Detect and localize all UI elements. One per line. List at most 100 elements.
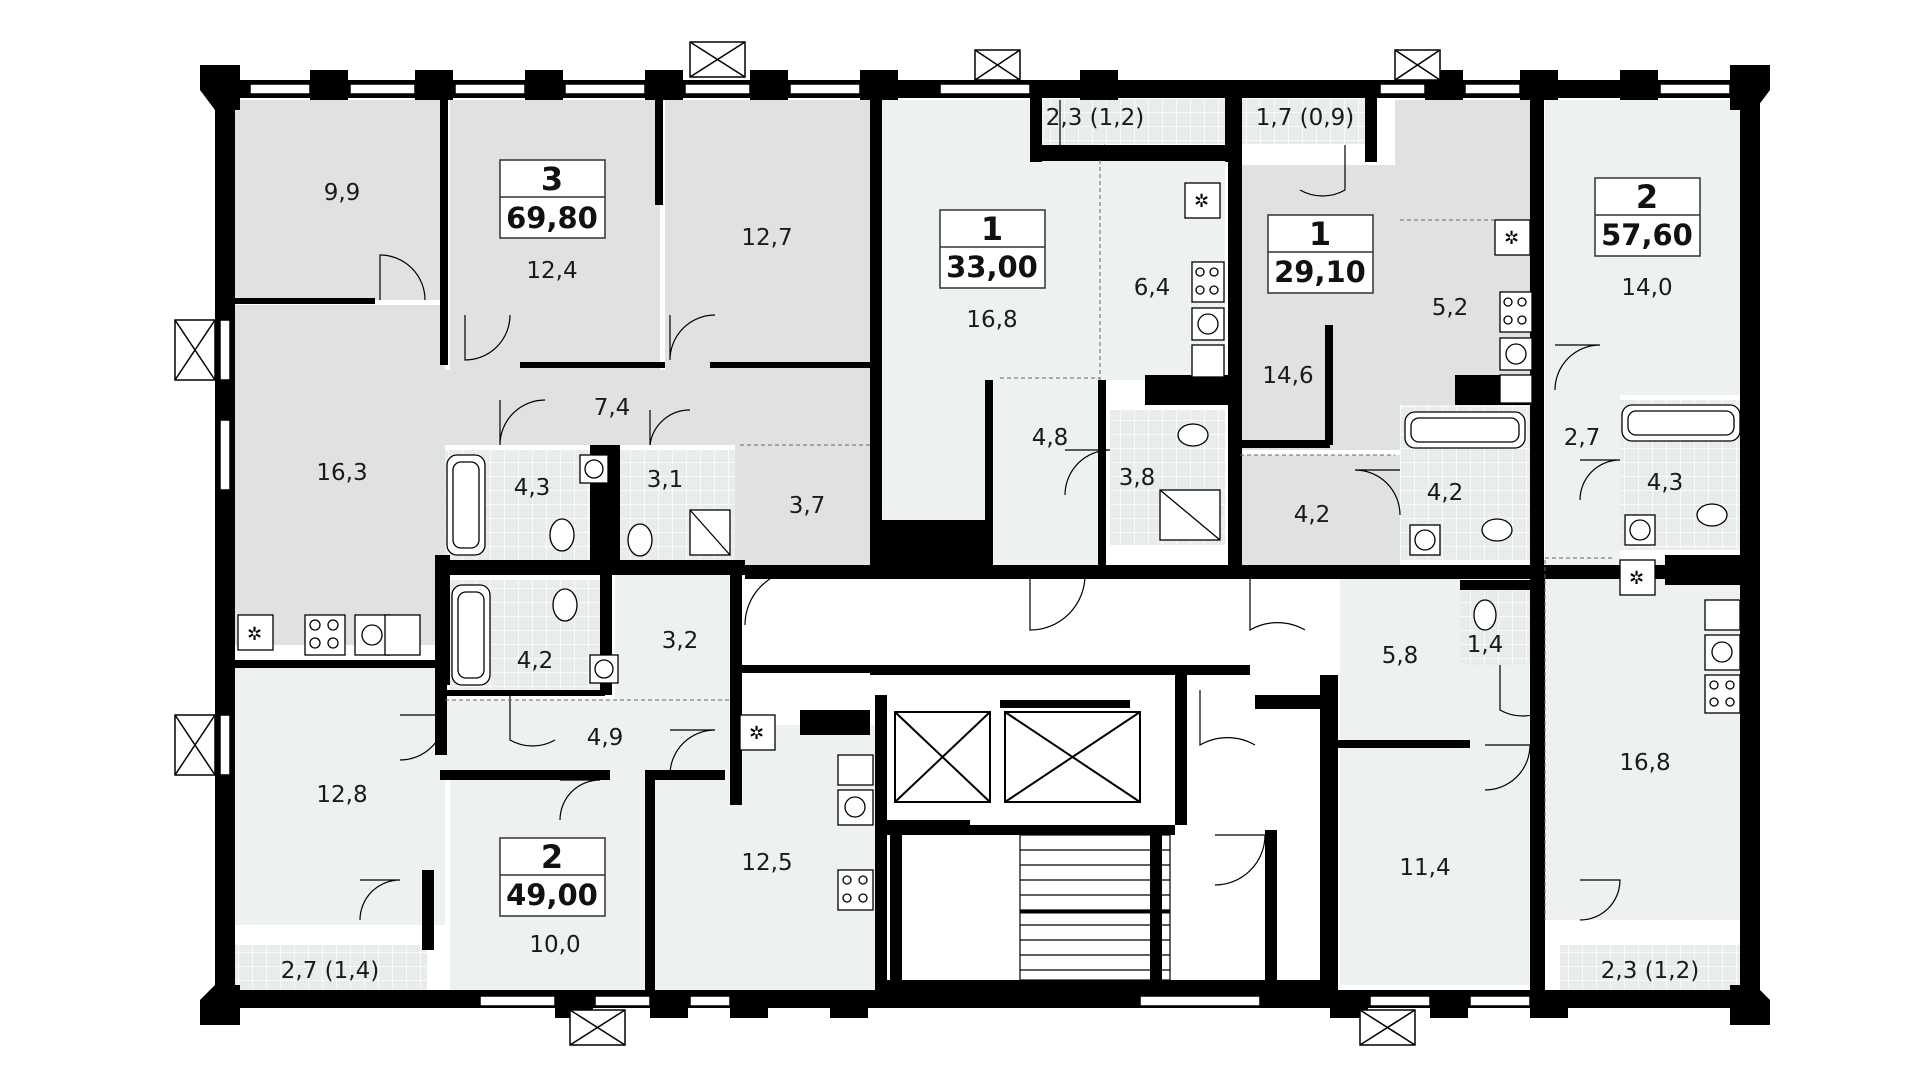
ventilation-icon: ✲ [1619,559,1656,596]
sink-icon [354,614,391,656]
toilet-icon [552,588,578,622]
toilet-icon [1481,518,1513,542]
sink-icon [837,789,874,826]
ventilation-icon: ✲ [1494,219,1531,256]
toilet-icon [627,523,653,557]
apartment-labels: 3 69,80 1 33,00 1 29,10 2 57,60 2 49,00 [506,160,1693,912]
room-labels: 9,9 12,4 12,7 16,3 7,4 4,3 3,1 3,7 4,2 3… [281,105,1699,984]
fridge-icon [384,614,421,656]
room-2b-vestibule [615,575,730,700]
elevators [894,711,1141,803]
room-label: 16,8 [966,307,1017,333]
svg-text:✲: ✲ [1504,228,1519,249]
room-11-4 [1340,740,1540,985]
room-label: 2,3 (1,2) [1046,105,1144,131]
room-label: 2,7 [1564,425,1601,451]
toilet-icon [1473,599,1497,631]
fridge-icon [1499,374,1533,404]
sink-icon [1499,337,1533,371]
bathtub-icon [451,584,491,686]
room-3-bedroom-c [665,100,870,370]
apartment-box-1a [939,209,1046,289]
vent-shaft [974,49,1021,81]
shower-icon [1159,489,1221,541]
ventilation-icon: ✲ [1184,182,1221,219]
apartment-area-1b: 29,10 [1274,255,1366,289]
room-2b-bedroom [235,665,445,925]
toilet-icon [1696,503,1728,527]
stove-icon [1704,674,1741,714]
room-label: 1,7 (0,9) [1256,105,1354,131]
svg-text:✲: ✲ [247,624,262,645]
room-1a-hall [990,380,1100,565]
room-label: 16,8 [1619,750,1670,776]
apartment-area-3: 69,80 [506,201,598,235]
bathtub-icon [1404,411,1526,449]
ventilation-icon: ✲ [237,614,274,651]
sink-icon [1704,634,1741,671]
apartment-area-2a: 57,60 [1601,218,1693,252]
room-label: 4,2 [517,648,554,674]
door-swings [359,100,1621,921]
staircase [1019,834,1171,981]
balcony-left [222,945,427,995]
room-label: 5,2 [1432,295,1469,321]
room-3-closet [735,445,870,565]
svg-text:✲: ✲ [1629,568,1644,589]
room-label: 16,3 [316,460,367,486]
washer-icon [1409,524,1441,556]
stove-icon [837,869,874,911]
room-label: 3,2 [662,628,699,654]
room-label: 4,3 [514,475,551,501]
stove-icon [304,614,346,656]
vent-shaft [1359,1009,1416,1046]
washer-icon [579,454,609,484]
room-label: 11,4 [1399,855,1450,881]
room-label: 12,8 [316,782,367,808]
vent-shaft [689,41,746,78]
apartment-rooms-3: 3 [541,160,563,198]
room-label: 3,8 [1119,465,1156,491]
apartment-rooms-1b: 1 [1309,215,1331,253]
washer-icon [1624,514,1656,546]
apartment-area-2b: 49,00 [506,878,598,912]
apartment-rooms-2b: 2 [541,838,563,876]
room-label: 4,2 [1427,480,1464,506]
elevator-shaft [894,711,991,803]
zone-lines [445,160,1615,920]
bathtub-icon [446,454,486,556]
apartment-rooms-1a: 1 [981,210,1003,248]
fridge-icon [837,754,874,786]
elevator-shaft [1004,711,1141,803]
apartment-box-1b [1267,214,1374,294]
apartment-area-1a: 33,00 [946,250,1038,284]
balcony-1b [1240,92,1370,144]
bathtub-icon [1621,404,1741,442]
room-label: 4,8 [1032,425,1069,451]
room-1b-living [1240,165,1405,450]
toilet-icon [549,518,575,552]
vent-shaft [174,319,216,381]
balcony-right [1560,945,1740,995]
stove-icon [1499,291,1533,333]
toilet-icon [1177,423,1209,447]
apartment-boxes [499,159,1701,917]
room-label: 14,6 [1262,363,1313,389]
room-label: 2,3 (1,2) [1601,958,1699,984]
room-label: 3,7 [789,493,826,519]
ventilation-icon: ✲ [739,714,776,751]
windows [219,83,1731,1007]
room-label: 12,7 [741,225,792,251]
sink-icon [1191,307,1225,341]
washer-icon [589,654,619,684]
room-3-hall [445,370,870,445]
fixtures: ✲ ✲ ✲ ✲ ✲ [237,182,1741,911]
svg-text:✲: ✲ [1194,191,1209,212]
stove-icon [1191,261,1225,303]
room-label: 9,9 [324,180,361,206]
room-label: 4,2 [1294,502,1331,528]
room-label: 2,7 (1,4) [281,958,379,984]
room-label: 1,4 [1467,632,1504,658]
room-label: 6,4 [1134,275,1171,301]
vent-shaft [569,1009,626,1046]
